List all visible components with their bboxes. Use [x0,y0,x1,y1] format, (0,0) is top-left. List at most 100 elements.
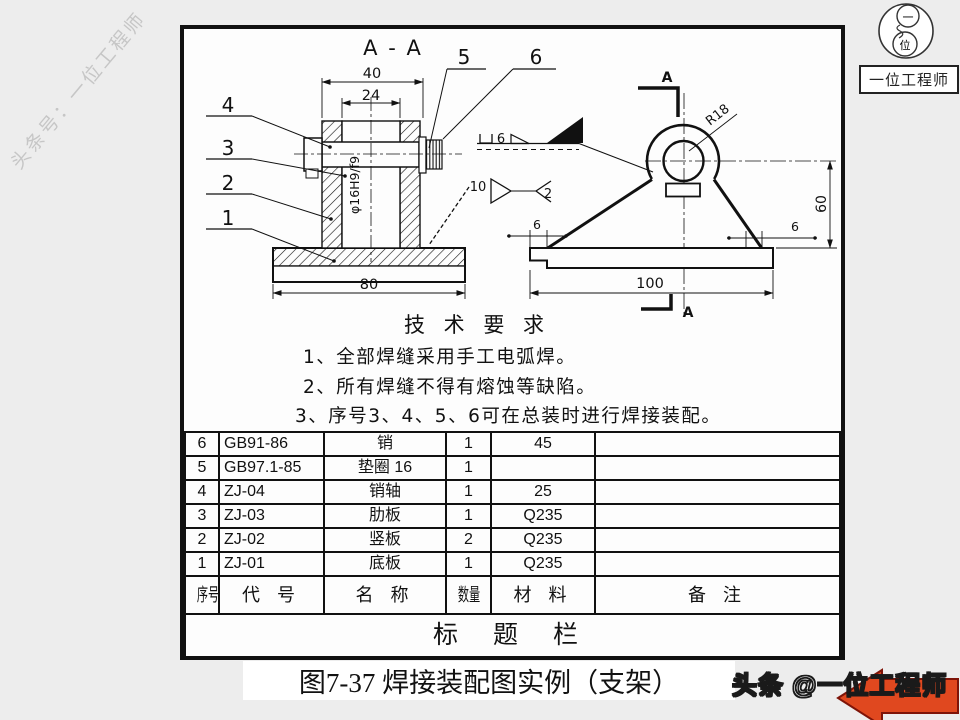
title-block-label: 标 题 栏 [184,613,841,658]
cell-qty: 2 [445,527,492,553]
balloon-5: 5 [428,45,486,149]
svg-text:4: 4 [222,93,235,117]
cell-name: 竖板 [323,527,447,553]
cell-note [594,527,841,553]
cell-name: 肋板 [323,503,447,529]
weld-groove-size: 6 [497,132,505,147]
cell-name: 销轴 [323,479,447,505]
cell-no: 1 [184,551,220,577]
cell-note [594,431,841,457]
logo-seal-icon: 一 位 [878,3,934,59]
title-block-row: 标 题 栏 [184,613,841,658]
logo-seal-top-char: 一 [903,12,914,24]
cell-qty: 1 [445,431,492,457]
section-label-top: A [662,70,673,86]
weld-fillet-count: 2 [544,187,552,202]
author-logo: 一 位 一位工程师 [858,2,960,94]
front-view: A A R18 100 [428,70,838,321]
svg-text:5: 5 [458,45,471,69]
cell-code: ZJ-03 [218,503,325,529]
cell-no: 2 [184,527,220,553]
corner-watermark: 头条 @一位工程师 [726,658,960,720]
cell-note [594,551,841,577]
table-row: 3 ZJ-03 肋板 1 Q235 [184,503,841,529]
cell-note [594,479,841,505]
header-code: 代 号 [218,575,325,615]
balloon-4: 4 [206,93,332,149]
balloon-2: 2 [206,171,333,221]
section-label-bottom: A [683,305,694,321]
table-row: 2 ZJ-02 竖板 2 Q235 [184,527,841,553]
header-material: 材 料 [490,575,596,615]
pin-fit-dimension: φ16H9/f9 [347,156,362,214]
tech-requirement-2: 2、所有焊缝不得有熔蚀等缺陷。 [303,377,596,398]
dim-height: 60 [814,195,830,213]
corner-watermark-text: 头条 @一位工程师 [731,671,948,700]
dim-right-offset: 6 [791,219,799,234]
weld-fillet-size: 10 [470,180,487,195]
header-no: 序号 [196,585,219,605]
drawing-frame: A - A φ16H9/f9 [180,25,845,660]
technical-requirements: 技 术 要 求 1、全部焊缝采用手工电弧焊。 2、所有焊缝不得有熔蚀等缺陷。 3… [295,313,721,427]
cell-material: Q235 [490,527,596,553]
figure-caption: 图7-37 焊接装配图实例（支架） [243,661,735,700]
cell-qty: 1 [445,503,492,529]
balloon-1: 1 [206,206,336,263]
table-row: 6 GB91-86 销 1 45 [184,431,841,457]
cell-qty: 1 [445,551,492,577]
balloon-3: 3 [206,136,347,178]
table-row: 4 ZJ-04 销轴 1 25 [184,479,841,505]
diagonal-watermark: 头条号：一位工程师 [7,8,151,174]
cell-no: 5 [184,455,220,481]
header-qty: 数量 [457,585,481,605]
view-title: A - A [363,36,423,60]
cell-code: ZJ-01 [218,551,325,577]
table-header-row: 序号 代 号 名 称 数量 材 料 备 注 [184,575,841,615]
cell-name: 底板 [323,551,447,577]
dim-base-width: 80 [360,277,378,293]
svg-text:2: 2 [222,171,235,195]
cell-note [594,503,841,529]
red-arrow-icon [836,668,959,720]
parts-table: 6 GB91-86 销 1 45 5 GB97.1-85 垫圈 16 1 4 Z… [184,431,841,658]
cell-name: 销 [323,431,447,457]
engineering-drawing: A - A φ16H9/f9 [206,36,838,427]
weld-symbol-groove: 6 [477,117,654,173]
header-name: 名 称 [323,575,447,615]
logo-seal-bottom-char: 位 [900,38,911,52]
table-row: 5 GB97.1-85 垫圈 16 1 [184,455,841,481]
cell-code: GB97.1-85 [218,455,325,481]
dim-bore-width: 24 [362,88,380,104]
cell-no: 3 [184,503,220,529]
header-note: 备 注 [594,575,841,615]
cell-code: ZJ-04 [218,479,325,505]
balloon-6: 6 [442,45,556,140]
cell-material [490,455,596,481]
cell-name: 垫圈 16 [323,455,447,481]
table-row: 1 ZJ-01 底板 1 Q235 [184,551,841,577]
cell-qty: 1 [445,479,492,505]
section-view-a-a: A - A φ16H9/f9 [206,36,556,299]
svg-text:6: 6 [530,45,543,69]
logo-name-box: 一位工程师 [859,65,959,94]
cell-code: ZJ-02 [218,527,325,553]
dim-front-base-width: 100 [636,276,664,292]
svg-text:1: 1 [222,206,235,230]
dim-top-width: 40 [363,66,381,82]
dim-left-offset: 6 [533,217,541,232]
cell-material: 25 [490,479,596,505]
cell-no: 4 [184,479,220,505]
svg-text:3: 3 [222,136,235,160]
cell-material: 45 [490,431,596,457]
tech-requirement-3: 3、序号3、4、5、6可在总装时进行焊接装配。 [295,406,721,427]
cell-no: 6 [184,431,220,457]
dim-radius: R18 [703,102,732,130]
cell-code: GB91-86 [218,431,325,457]
weld-symbol-fillet: 10 2 [428,177,552,246]
field-weld-flag-icon [547,117,583,143]
cell-qty: 1 [445,455,492,481]
cell-note [594,455,841,481]
tech-requirements-title: 技 术 要 求 [404,313,550,337]
tech-requirement-1: 1、全部焊缝采用手工电弧焊。 [303,347,576,368]
